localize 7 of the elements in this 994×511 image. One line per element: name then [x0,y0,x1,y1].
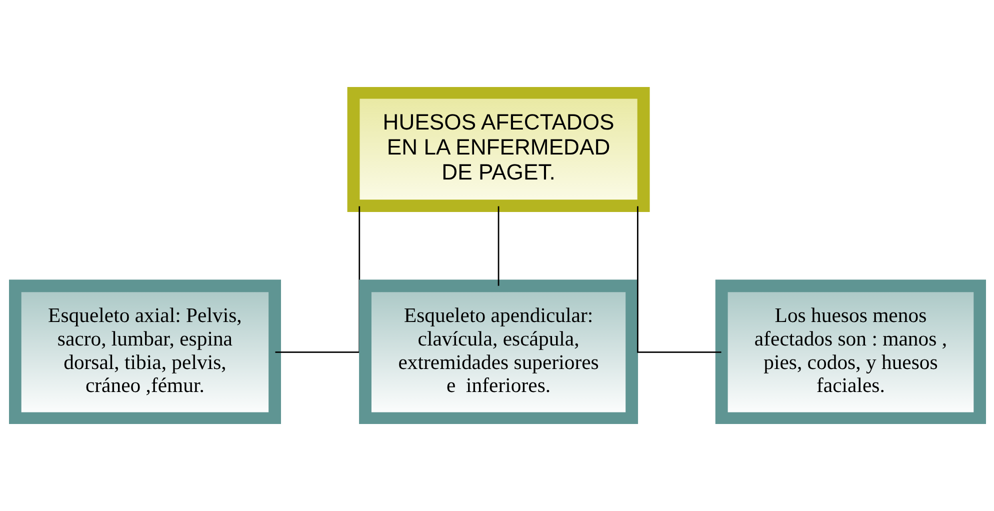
connector [497,206,499,286]
node-box: HUESOS AFECTADOS EN LA ENFERMEDAD DE PAGET. [346,87,650,212]
connector [636,206,721,353]
node-box: Esqueleto apendicular: clavícula, escápula, extremidades superiores e inferiores. [358,280,638,424]
connector [274,206,360,353]
node-box: Esqueleto axial: Pelvis, sacro, lumbar, espina dorsal, tibia, pelvis, cráneo ,fémur. [8,280,280,424]
node-box: Los huesos menos afectados son : manos , pies, codos, y huesos faciales. [714,280,986,424]
